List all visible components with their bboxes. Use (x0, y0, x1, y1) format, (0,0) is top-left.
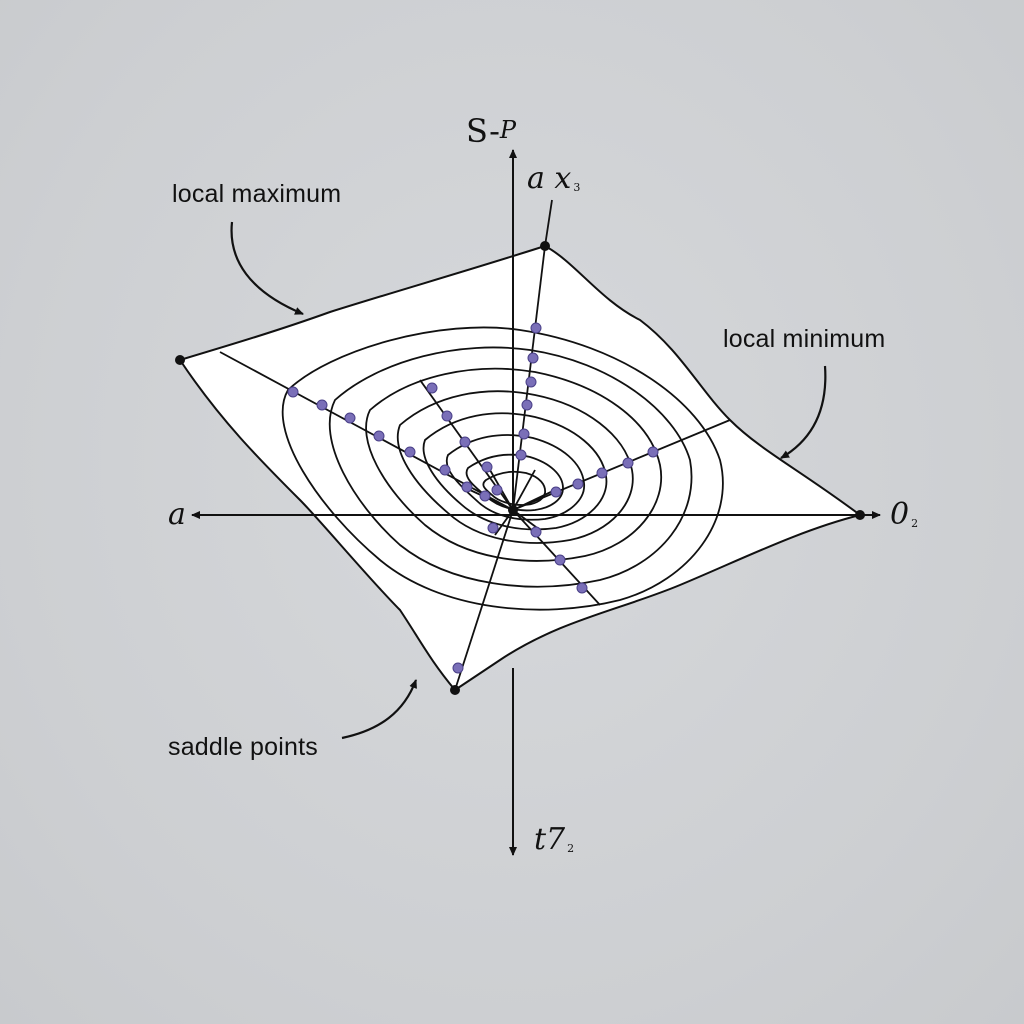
axis-label-top-suffix: P (499, 116, 517, 144)
local-maximum-arrow (230, 221, 304, 316)
axis-label-upper-main: a x (527, 161, 572, 196)
surface-sheet (178, 244, 863, 692)
contour-lines (281, 326, 724, 611)
axis-label-upper-sub: 3 (573, 181, 581, 194)
callout-arrows (230, 221, 827, 740)
axis-label-left: a (168, 497, 186, 532)
label-leader (544, 199, 553, 247)
corner-points (175, 241, 865, 695)
axis-label-right-sub: 2 (911, 517, 919, 530)
axis-label-left-main: a (168, 497, 186, 532)
axis-label-top-main: S- (466, 112, 500, 150)
local-minimum-arrow (780, 365, 827, 459)
saddle-points-arrow (341, 679, 418, 740)
local-maximum-label: local maximum (172, 180, 342, 208)
axis-label-right-main: 0 (890, 497, 910, 532)
axis-label-top: S-P (466, 112, 516, 150)
axis-label-bottom-main: t7 (534, 822, 566, 857)
saddle-points-label: saddle points (168, 733, 318, 761)
axes (191, 149, 881, 856)
axis-label-bottom-sub: 2 (567, 842, 575, 855)
critical-point-markers (287, 322, 659, 674)
local-minimum-label: local minimum (723, 325, 886, 353)
